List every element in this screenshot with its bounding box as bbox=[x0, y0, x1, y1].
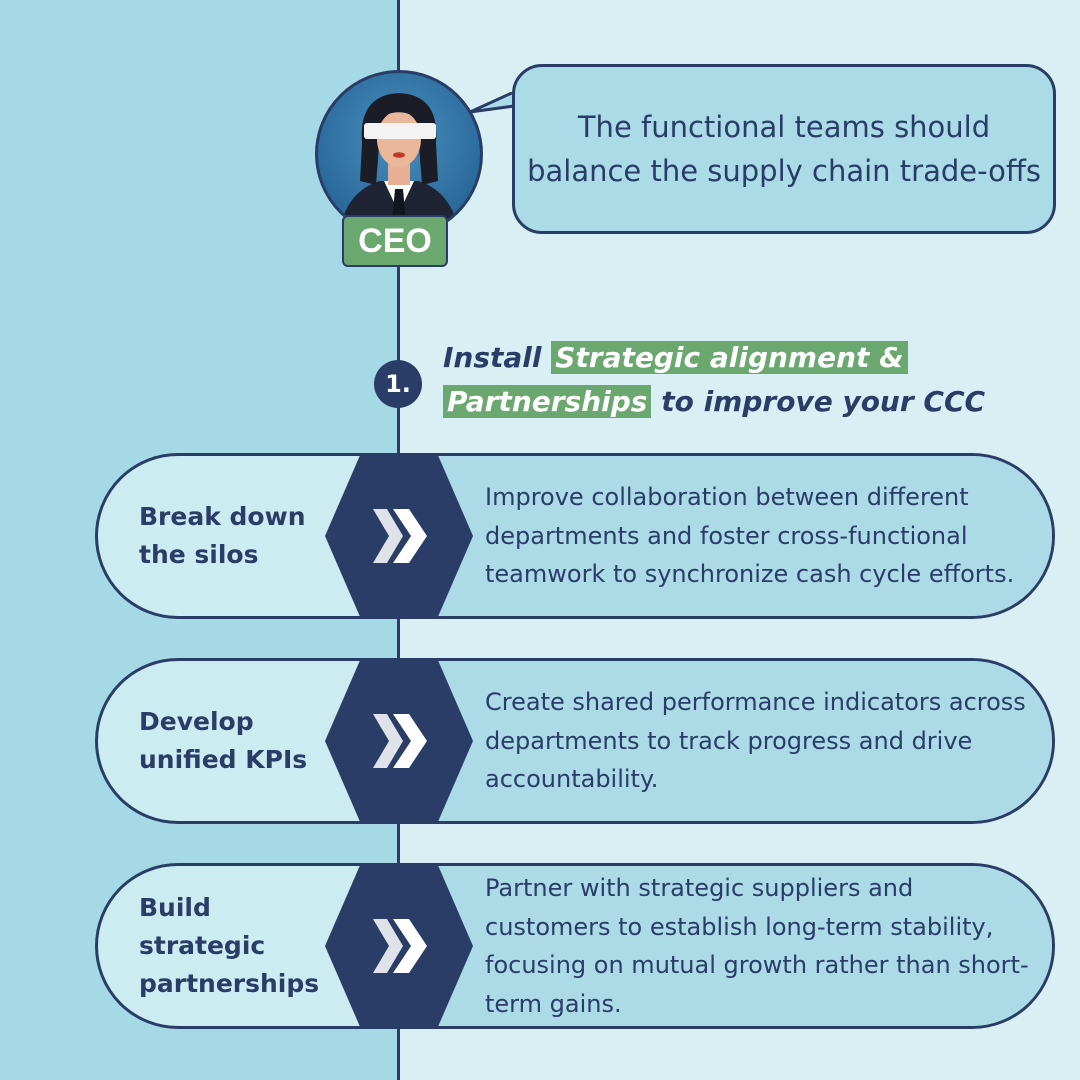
item-row-break-down-silos: Break down the silos Improve collaborati… bbox=[95, 453, 1055, 619]
item-description: Create shared performance indicators acr… bbox=[485, 688, 1026, 794]
item-title: Break down the silos bbox=[139, 502, 306, 569]
heading-suffix: to improve your CCC bbox=[651, 385, 986, 418]
item-description: Improve collaboration between different … bbox=[485, 483, 1015, 589]
item-title: Develop unified KPIs bbox=[139, 707, 308, 774]
item-pill bbox=[95, 658, 1055, 824]
double-chevron-right-icon bbox=[325, 453, 473, 619]
step-number: 1. bbox=[374, 360, 422, 408]
item-row-strategic-partnerships: Build strategic partnerships Partner wit… bbox=[95, 863, 1055, 1029]
heading-highlight-2: Partnerships bbox=[443, 385, 652, 418]
heading-prefix: Install bbox=[443, 341, 552, 374]
double-chevron-right-icon bbox=[325, 863, 473, 1029]
double-chevron-right-icon bbox=[325, 658, 473, 824]
speech-bubble-text: The functional teams should balance the … bbox=[527, 110, 1041, 188]
item-description: Partner with strategic suppliers and cus… bbox=[485, 874, 1029, 1018]
item-pill bbox=[95, 863, 1055, 1029]
ceo-badge: CEO bbox=[342, 215, 448, 267]
item-pill bbox=[95, 453, 1055, 619]
heading-highlight-1: Strategic alignment & bbox=[551, 341, 908, 374]
speech-bubble: The functional teams should balance the … bbox=[512, 64, 1056, 234]
item-row-unified-kpis: Develop unified KPIs Create shared perfo… bbox=[95, 658, 1055, 824]
blindfolded-ceo-icon bbox=[315, 70, 483, 238]
item-title: Build strategic partnerships bbox=[139, 893, 320, 998]
step-heading: Install Strategic alignment & Partnership… bbox=[443, 336, 1073, 424]
